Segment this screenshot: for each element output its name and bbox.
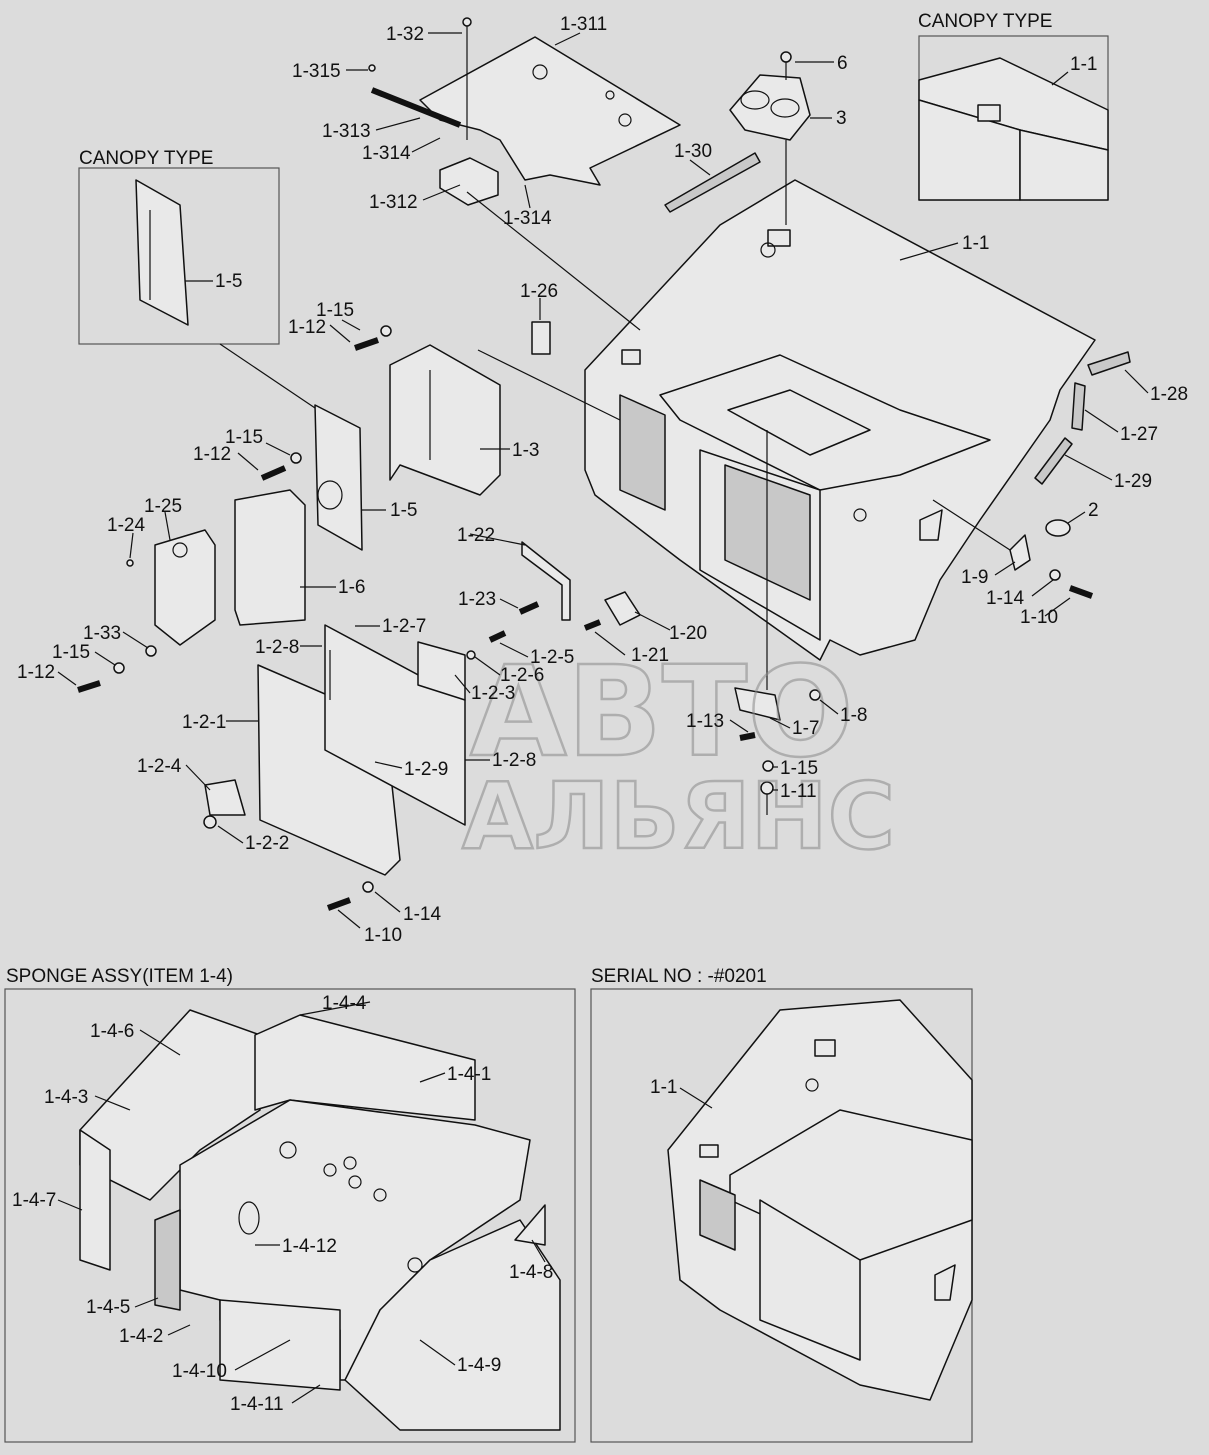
inset-title: SERIAL NO : -#0201 (591, 966, 767, 987)
label-1-28: 1-28 (1150, 384, 1188, 405)
label-1-2-8: 1-2-8 (255, 637, 299, 658)
label-1-1: 1-1 (962, 233, 989, 254)
label-1-12: 1-12 (17, 662, 55, 683)
inset-title: SPONGE ASSY(ITEM 1-4) (6, 966, 233, 987)
plate-1-3 (389, 344, 501, 496)
label-1-4-9: 1-4-9 (457, 1355, 501, 1376)
label-1-13: 1-13 (686, 711, 724, 732)
label-1-33: 1-33 (83, 623, 121, 644)
label-1-12: 1-12 (193, 444, 231, 465)
cup-holder-3 (729, 74, 811, 141)
watermark-line2: АЛЬЯНС (462, 763, 895, 870)
label-1-10: 1-10 (364, 925, 402, 946)
label-1-15: 1-15 (225, 427, 263, 448)
label-1-27: 1-27 (1120, 424, 1158, 445)
watermark: АВТО АЛЬЯНС (461, 639, 897, 872)
label-3: 3 (836, 108, 847, 129)
label-1-2-8: 1-2-8 (492, 750, 536, 771)
label-1-29: 1-29 (1114, 471, 1152, 492)
label-1-20: 1-20 (669, 623, 707, 644)
label-1-312: 1-312 (369, 192, 418, 213)
plate-1-5 (314, 404, 363, 551)
label-1-30: 1-30 (674, 141, 712, 162)
label-1-2-3: 1-2-3 (471, 683, 515, 704)
label-1-4-3: 1-4-3 (44, 1087, 88, 1108)
label-1-15: 1-15 (780, 758, 818, 779)
label-1-7: 1-7 (792, 718, 819, 739)
inset-serial: SERIAL NO : -#0201 (590, 966, 973, 1443)
plate-1-25 (154, 529, 216, 646)
label-1-3: 1-3 (512, 440, 539, 461)
label-1-8: 1-8 (840, 705, 867, 726)
watermark-line1: АВТО (470, 640, 854, 785)
label-1-4-12: 1-4-12 (282, 1236, 337, 1257)
label-1-9: 1-9 (961, 567, 988, 588)
label-1-21: 1-21 (631, 645, 669, 666)
label-1-4-5: 1-4-5 (86, 1297, 130, 1318)
label-1-22: 1-22 (457, 525, 495, 546)
label-1-5: 1-5 (390, 500, 417, 521)
label-1-6: 1-6 (338, 577, 365, 598)
label-1-5-inset: 1-5 (215, 271, 242, 292)
plate-1-6 (234, 489, 306, 626)
label-1-32: 1-32 (386, 24, 424, 45)
label-1-10: 1-10 (1020, 607, 1058, 628)
label-1-2-7: 1-2-7 (382, 616, 426, 637)
label-1-4-4: 1-4-4 (322, 993, 367, 1014)
label-1-1-canopy: 1-1 (1070, 54, 1097, 75)
label-1-26: 1-26 (520, 281, 558, 302)
label-1-23: 1-23 (458, 589, 496, 610)
label-1-4-10: 1-4-10 (172, 1361, 227, 1382)
main-assembly (77, 17, 1131, 911)
label-1-2-2: 1-2-2 (245, 833, 289, 854)
label-1-2-5: 1-2-5 (530, 647, 574, 668)
label-1-311: 1-311 (560, 14, 607, 35)
label-1-11: 1-11 (780, 781, 817, 802)
label-1-314: 1-314 (503, 208, 552, 229)
label-1-25: 1-25 (144, 496, 182, 517)
label-1-313: 1-313 (322, 121, 371, 142)
label-1-2-4: 1-2-4 (137, 756, 182, 777)
label-1-4-2: 1-4-2 (119, 1326, 163, 1347)
label-1-4-8: 1-4-8 (509, 1262, 553, 1283)
inset-sponge-assy: SPONGE ASSY(ITEM 1-4) (4, 966, 576, 1443)
label-1-4-7: 1-4-7 (12, 1190, 56, 1211)
label-1-4-6: 1-4-6 (90, 1021, 134, 1042)
label-6: 6 (837, 53, 848, 74)
label-1-15: 1-15 (316, 300, 354, 321)
label-1-2-9: 1-2-9 (404, 759, 448, 780)
fasteners (77, 17, 1094, 911)
inset-title: CANOPY TYPE (918, 11, 1052, 32)
inset-canopy-top-right: CANOPY TYPE 1-1 (918, 11, 1109, 201)
label-1-1-serial: 1-1 (650, 1077, 677, 1098)
label-1-315: 1-315 (292, 61, 341, 82)
leader-lines (57, 32, 1149, 1404)
label-1-4-1: 1-4-1 (447, 1064, 491, 1085)
label-1-12: 1-12 (288, 317, 326, 338)
label-1-14: 1-14 (403, 904, 441, 925)
label-1-2-6: 1-2-6 (500, 665, 544, 686)
label-1-15: 1-15 (52, 642, 90, 663)
label-1-2-1: 1-2-1 (182, 712, 226, 733)
label-1-4-11: 1-4-11 (230, 1394, 284, 1415)
label-2: 2 (1088, 500, 1099, 521)
label-1-24: 1-24 (107, 515, 145, 536)
part-labels: 1-32 1-311 1-315 1-313 1-314 1-312 1-314… (12, 14, 1188, 1415)
inset-title: CANOPY TYPE (79, 148, 213, 169)
label-1-14: 1-14 (986, 588, 1024, 609)
inset-canopy-left: CANOPY TYPE 1-5 (78, 148, 319, 411)
label-1-314: 1-314 (362, 143, 411, 164)
